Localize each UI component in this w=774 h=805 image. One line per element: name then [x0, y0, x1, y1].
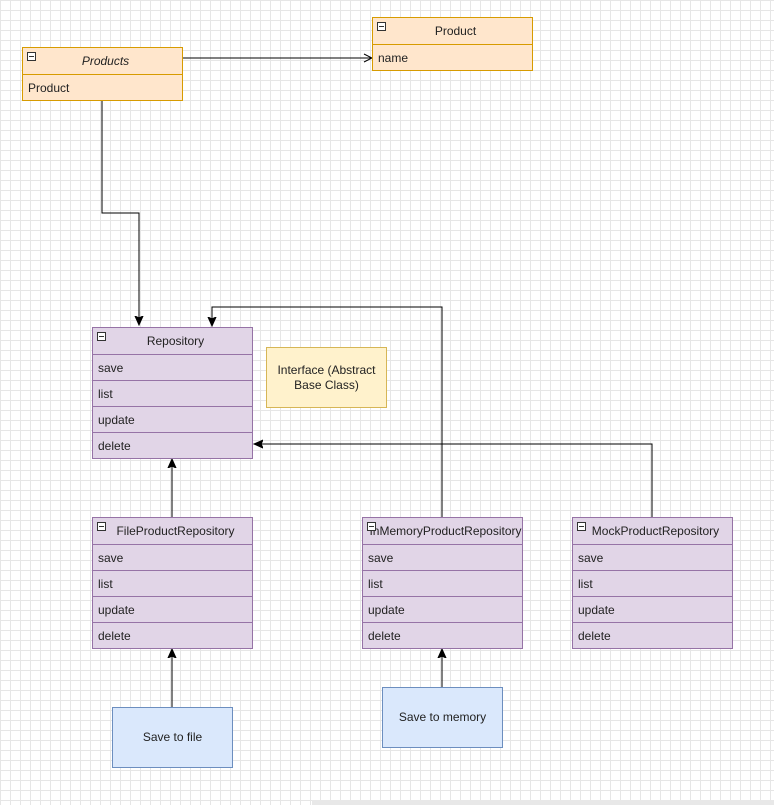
collapse-icon[interactable]: [97, 332, 106, 341]
note-text: Interface (Abstract Base Class): [277, 362, 376, 392]
collapse-icon[interactable]: [377, 22, 386, 31]
class-title: Product: [434, 24, 477, 38]
class-header[interactable]: Product: [373, 18, 532, 44]
class-product[interactable]: Product name: [372, 17, 533, 71]
class-field[interactable]: update: [93, 406, 252, 432]
class-field[interactable]: update: [573, 596, 732, 622]
class-header[interactable]: InMemoryProductRepository: [363, 518, 522, 544]
class-field[interactable]: list: [363, 570, 522, 596]
note-interface[interactable]: Interface (Abstract Base Class): [266, 347, 387, 408]
collapse-icon[interactable]: [27, 52, 36, 61]
class-field[interactable]: save: [93, 354, 252, 380]
class-title: Repository: [146, 334, 205, 348]
class-field[interactable]: update: [93, 596, 252, 622]
class-products[interactable]: Products Product: [22, 47, 183, 101]
class-field[interactable]: delete: [573, 622, 732, 648]
class-field[interactable]: delete: [93, 432, 252, 458]
class-repository[interactable]: Repository save list update delete: [92, 327, 253, 459]
class-field[interactable]: list: [93, 570, 252, 596]
class-title: Products: [81, 54, 130, 68]
edge-memory-repo-to-repository[interactable]: [212, 306, 443, 517]
class-title: FileProductRepository: [116, 524, 235, 538]
note-text: Save to memory: [398, 710, 487, 724]
class-header[interactable]: Products: [23, 48, 182, 74]
class-field[interactable]: delete: [363, 622, 522, 648]
edge-products-to-repository[interactable]: [101, 100, 139, 325]
class-field[interactable]: save: [93, 544, 252, 570]
note-text: Save to file: [142, 730, 203, 744]
class-field[interactable]: name: [373, 44, 532, 70]
class-header[interactable]: Repository: [93, 328, 252, 354]
class-in-memory-product-repository[interactable]: InMemoryProductRepository save list upda…: [362, 517, 523, 649]
class-title: MockProductRepository: [591, 524, 720, 538]
class-mock-product-repository[interactable]: MockProductRepository save list update d…: [572, 517, 733, 649]
collapse-icon[interactable]: [577, 522, 586, 531]
class-title: InMemoryProductRepository: [369, 524, 522, 538]
class-field[interactable]: list: [93, 380, 252, 406]
class-file-product-repository[interactable]: FileProductRepository save list update d…: [92, 517, 253, 649]
note-save-to-memory[interactable]: Save to memory: [382, 687, 503, 748]
class-field[interactable]: save: [363, 544, 522, 570]
edge-mock-repo-to-repository[interactable]: [254, 444, 653, 517]
class-field[interactable]: list: [573, 570, 732, 596]
class-field[interactable]: delete: [93, 622, 252, 648]
class-field[interactable]: Product: [23, 74, 182, 100]
class-header[interactable]: FileProductRepository: [93, 518, 252, 544]
class-field[interactable]: update: [363, 596, 522, 622]
horizontal-scrollbar[interactable]: [312, 800, 774, 805]
note-save-to-file[interactable]: Save to file: [112, 707, 233, 768]
collapse-icon[interactable]: [367, 522, 376, 531]
class-header[interactable]: MockProductRepository: [573, 518, 732, 544]
collapse-icon[interactable]: [97, 522, 106, 531]
class-field[interactable]: save: [573, 544, 732, 570]
